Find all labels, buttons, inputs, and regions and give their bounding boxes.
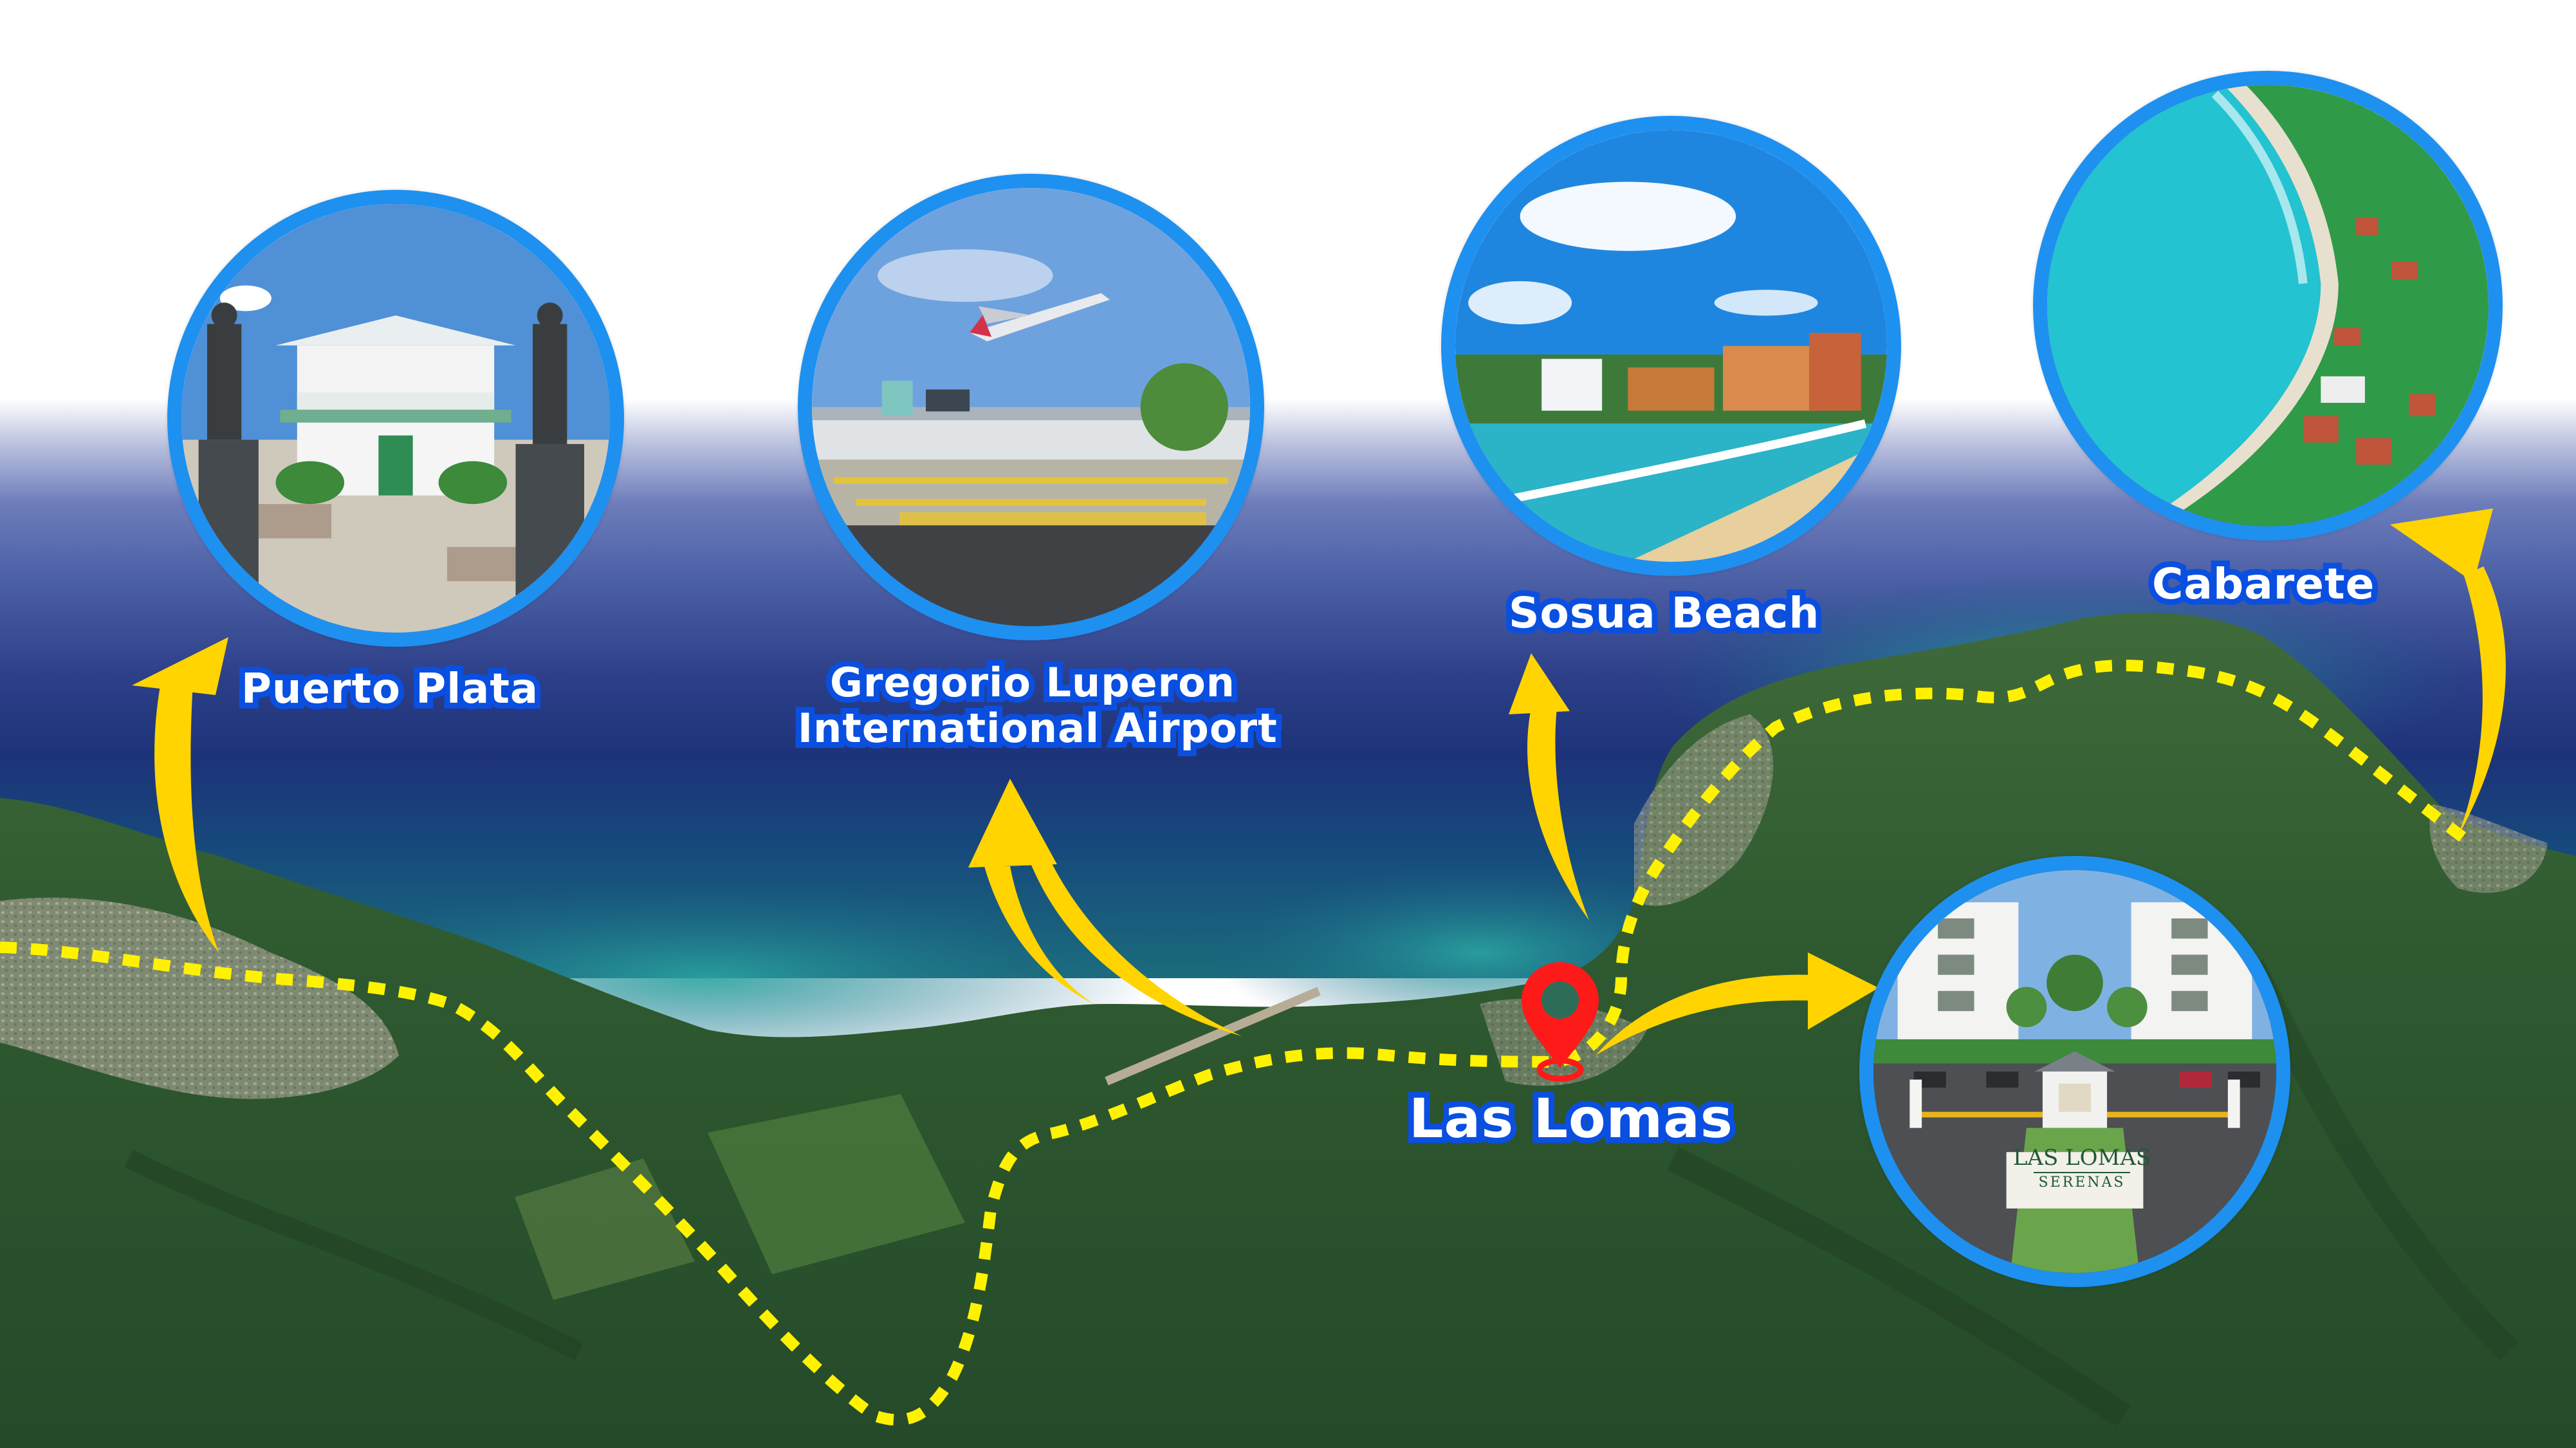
bay-scene — [2047, 85, 2489, 526]
label-las-lomas: Las Lomas — [1403, 1082, 1738, 1155]
sign-divider — [2034, 1172, 2130, 1173]
airport-scene — [812, 188, 1250, 626]
label-cabarete: Cabarete — [2146, 554, 2380, 615]
label-airport-line2: International Airport — [792, 700, 1283, 757]
beach-scene — [1455, 130, 1887, 562]
gated-community-scene — [1873, 870, 2276, 1273]
las-lomas-serenas-photo: LAS LOMAS SERENAS — [1859, 856, 2290, 1287]
cabarete-photo — [2033, 71, 2503, 541]
puerto-plata-photo — [167, 190, 624, 647]
sign-line2: SERENAS — [2038, 1174, 2126, 1191]
label-sosua-beach: Sosua Beach — [1503, 583, 1825, 644]
label-puerto-plata: Puerto Plata — [235, 660, 544, 718]
airport-photo — [798, 174, 1264, 640]
label-airport-line1: Gregorio Luperon — [824, 654, 1240, 712]
gazebo-scene — [181, 204, 610, 633]
community-sign: LAS LOMAS SERENAS — [2008, 1147, 2156, 1190]
sosua-beach-photo — [1441, 116, 1901, 576]
label-airport: Gregorio Luperon International Airport — [792, 654, 1283, 757]
sign-line1: LAS LOMAS — [2012, 1145, 2151, 1171]
